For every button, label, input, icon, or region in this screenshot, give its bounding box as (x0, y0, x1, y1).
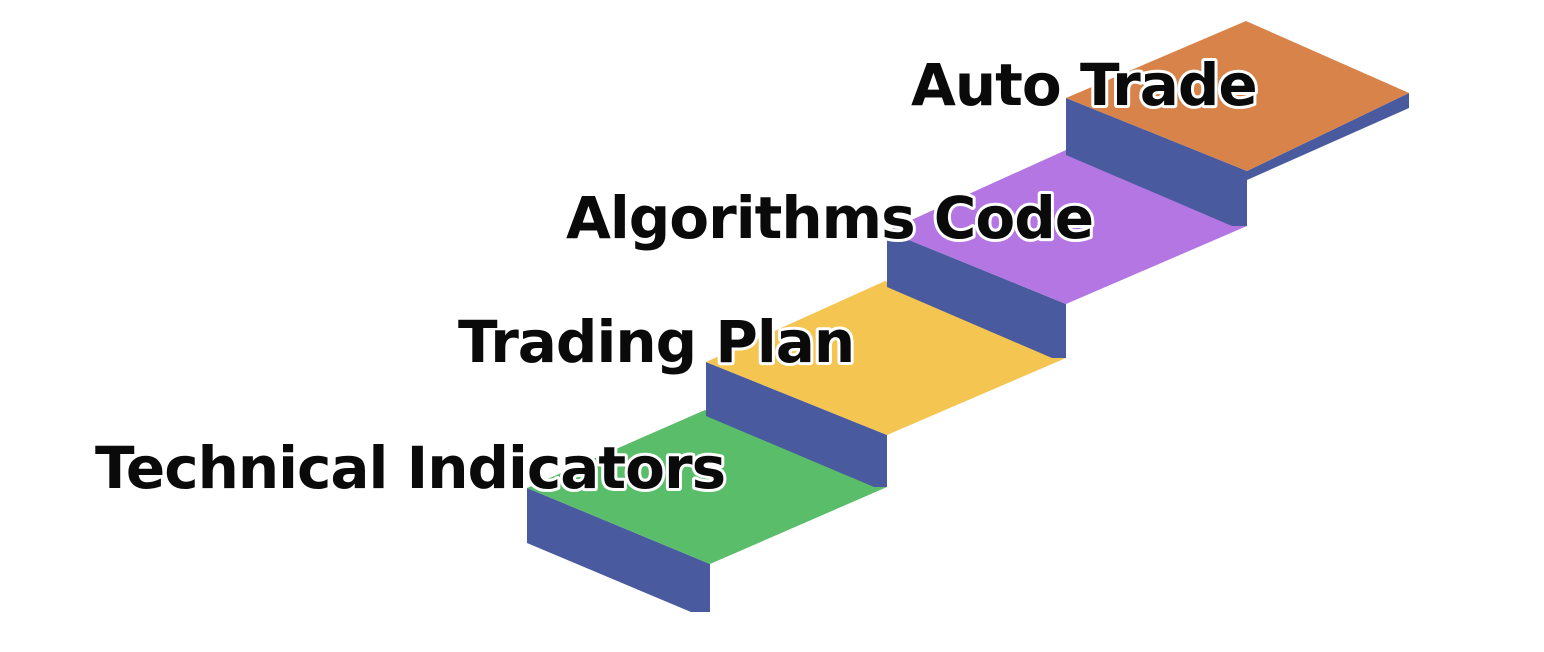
step-4-riser (1066, 98, 1247, 226)
step-2-tread (706, 281, 1066, 435)
step-2-riser (706, 362, 887, 487)
label-algorithms-code: Algorithms Code (566, 184, 1093, 252)
label-auto-trade: Auto Trade (911, 51, 1257, 119)
step-auto-trade (1066, 21, 1409, 226)
step-trading-plan (706, 281, 1066, 487)
label-trading-plan: Trading Plan (458, 308, 854, 376)
step-3-riser (887, 231, 1066, 358)
step-1-tread (527, 410, 887, 564)
label-technical-indicators: Technical Indicators (95, 434, 725, 502)
step-4-side (1247, 93, 1409, 180)
step-technical-indicators (527, 410, 887, 612)
step-4-tread (1066, 21, 1409, 171)
step-1-riser (527, 488, 710, 612)
